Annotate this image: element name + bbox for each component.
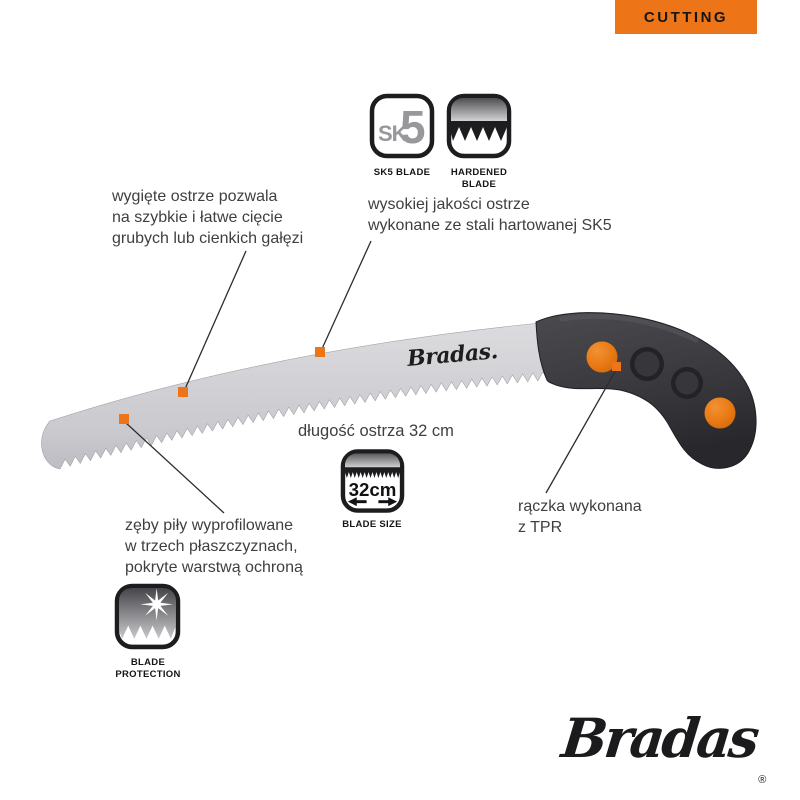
sk5-glyph-big: 5	[400, 101, 426, 153]
arrow-left-icon	[347, 497, 357, 507]
handle-pin-orange-front	[586, 341, 618, 373]
sk5-icon: SK 5	[369, 93, 435, 159]
category-badge: CUTTING	[615, 0, 757, 34]
size-icon-value: 32cm	[349, 479, 397, 500]
saw-handle	[535, 312, 757, 469]
blade-protection-icon	[114, 583, 181, 650]
protection-icon-label: BLADE PROTECTION	[115, 657, 181, 680]
annotation-handle-material: rączka wykonana z TPR	[518, 498, 642, 536]
sparkle-icon	[140, 588, 173, 621]
callout-marker-curved-blade	[178, 387, 188, 397]
annotation-blade-length: długość ostrza 32 cm	[298, 422, 454, 440]
callout-line-teeth	[125, 422, 225, 514]
callout-line-curved-blade	[184, 250, 247, 390]
hardened-icon	[446, 93, 512, 159]
handle-grip-button-1	[630, 347, 664, 381]
hardened-blade-icon	[446, 93, 512, 159]
handle-highlight	[559, 313, 699, 343]
size-icon-label: BLADE SIZE	[342, 519, 402, 530]
arrow-right-icon	[388, 497, 398, 507]
hardened-icon-label: HARDENED BLADE	[450, 167, 508, 190]
size-icon: 32cm	[340, 449, 405, 513]
callout-marker-steel	[315, 347, 325, 357]
category-badge-label: CUTTING	[643, 8, 729, 26]
registered-mark: ®	[758, 774, 767, 786]
protection-icon	[114, 583, 181, 650]
annotation-curved-blade: wygięte ostrze pozwala na szybkie i łatw…	[112, 188, 304, 247]
saw-blade	[41, 322, 549, 470]
handle-grip-button-2	[671, 367, 703, 399]
sk5-glyph-small: SK	[378, 121, 408, 146]
handle-pin-orange-rear	[704, 397, 736, 429]
callout-line-steel	[320, 240, 372, 352]
sk5-icon-label: SK5 BLADE	[373, 167, 431, 178]
annotation-steel-quality: wysokiej jakości ostrze wykonane ze stal…	[368, 196, 612, 234]
brand-logo-text: Bradas	[558, 706, 760, 770]
sk5-blade-icon: SK 5	[369, 93, 435, 159]
callout-marker-handle	[612, 362, 621, 371]
callout-line-handle	[545, 369, 617, 494]
annotation-saw-teeth: zęby piły wyprofilowane w trzech płaszcz…	[125, 517, 303, 576]
brand-logo: Bradas ®	[558, 706, 772, 786]
callout-marker-teeth	[119, 414, 129, 424]
blade-size-icon: 32cm	[340, 448, 405, 514]
